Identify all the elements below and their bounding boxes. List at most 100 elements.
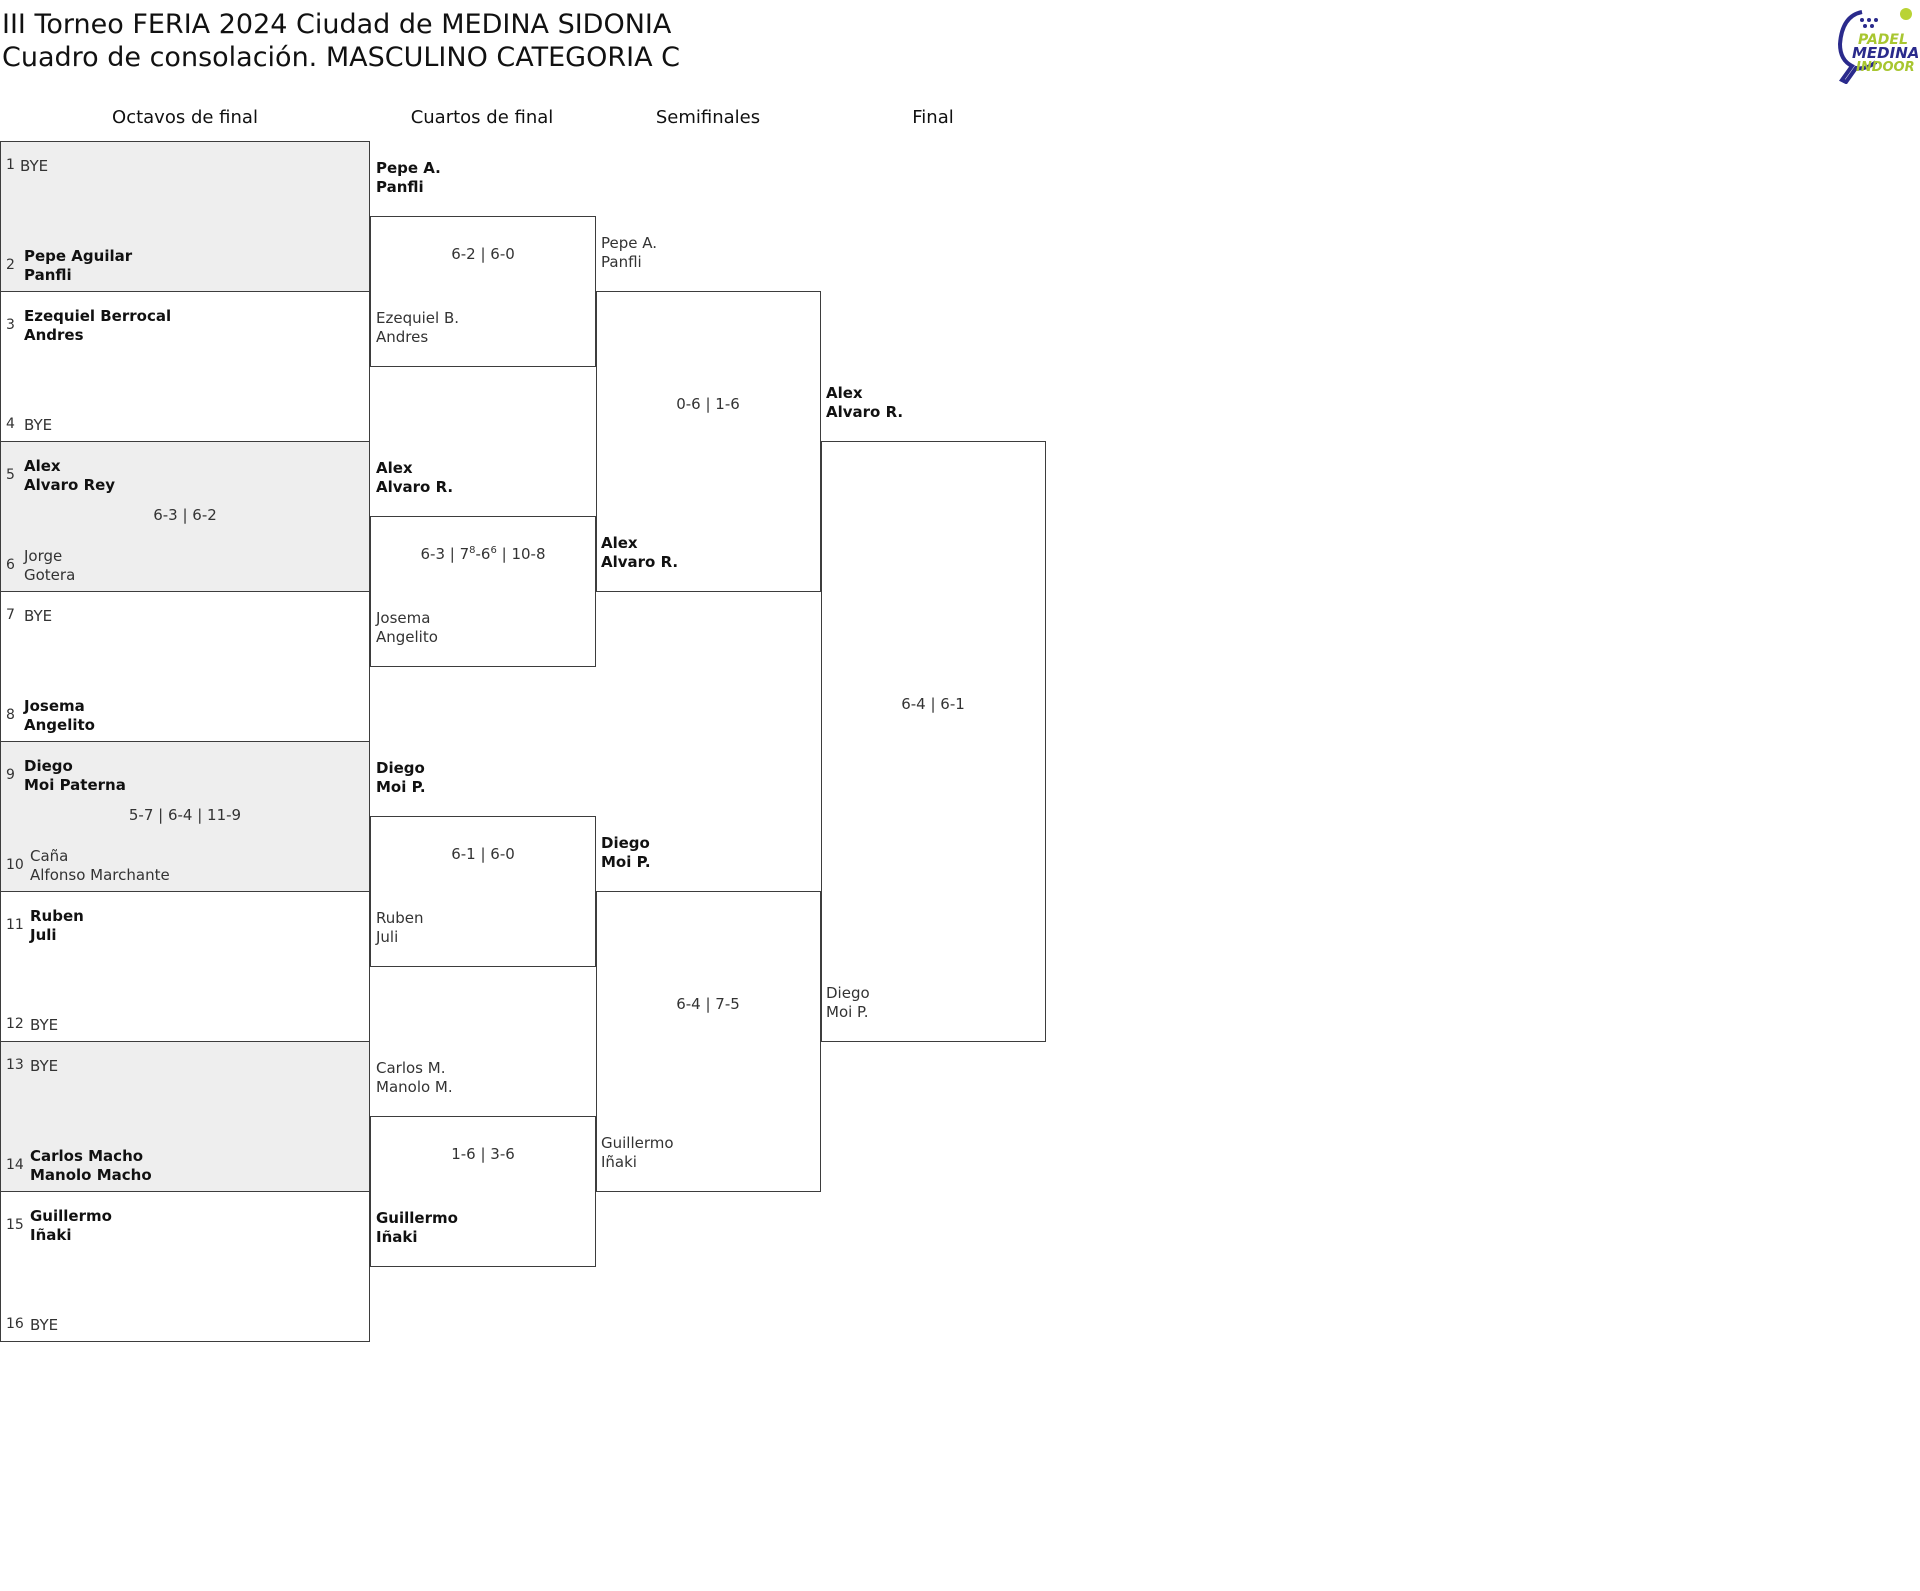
seed-number: 1 (6, 157, 15, 173)
seed-number: 6 (6, 557, 15, 573)
match-cell-octavos (0, 591, 370, 742)
bye-slot: BYE (20, 157, 48, 176)
seed-number: 13 (6, 1057, 24, 1073)
seed-number: 4 (6, 416, 15, 432)
tournament-title: III Torneo FERIA 2024 Ciudad de MEDINA S… (2, 9, 672, 40)
match-cell-cuartos (370, 216, 596, 367)
player-name: Josema (376, 609, 431, 627)
seed-number: 5 (6, 467, 15, 483)
seed-number: 9 (6, 767, 15, 783)
bye-slot: BYE (24, 416, 52, 435)
player-name: BYE (20, 157, 49, 175)
bye-slot: BYE (30, 1016, 58, 1035)
seed-number: 2 (6, 257, 15, 273)
player-name: Jorge (24, 547, 63, 565)
score-part: | 10-8 (496, 545, 546, 563)
player-name: Ezequiel Berrocal (24, 307, 172, 325)
player-name: BYE (24, 416, 53, 434)
player-name: Angelito (376, 628, 438, 646)
player-name: Panfli (376, 178, 424, 196)
match-cell-cuartos (370, 516, 596, 667)
match-score: 1-6 | 3-6 (451, 1145, 515, 1163)
team-entry: Carlos M.Manolo M. (376, 1059, 453, 1097)
player-name: Carlos M. (376, 1059, 446, 1077)
match-cell-octavos (0, 441, 370, 592)
match-cell-semifinales (596, 291, 821, 592)
round-header-final: Final (912, 107, 954, 128)
player-name: Diego (826, 984, 870, 1002)
match-cell-octavos (0, 1041, 370, 1192)
bye-slot: BYE (30, 1316, 58, 1335)
player-name: Josema (24, 697, 85, 715)
match-cell-octavos (0, 291, 370, 442)
player-name: Diego (376, 759, 425, 777)
match-score: 6-3 | 78-66 | 10-8 (421, 545, 546, 563)
tiebreak-points: 6 (490, 545, 497, 556)
player-name: Diego (24, 757, 73, 775)
match-score: 6-2 | 6-0 (451, 245, 515, 263)
round-header-cuartos: Cuartos de final (410, 107, 554, 128)
player-name: Alex (24, 457, 61, 475)
seed-number: 12 (6, 1016, 24, 1032)
player-name: Pepe Aguilar (24, 247, 133, 265)
player-name: Alvaro R. (376, 478, 454, 496)
match-score: 5-7 | 6-4 | 11-9 (128, 806, 242, 824)
padel-medina-indoor-logo: PADEL MEDINA INDOOR (1837, 8, 1918, 84)
player-name: Moi P. (601, 853, 651, 871)
match-cell-octavos (0, 141, 370, 292)
player-name: Moi Paterna (24, 776, 126, 794)
player-name: Moi P. (826, 1003, 869, 1021)
team-entry: Pepe A.Panfli (376, 159, 441, 197)
round-header-octavos: Octavos de final (112, 107, 258, 128)
player-name: Gotera (24, 566, 76, 584)
team-entry: Ezequiel B.Andres (376, 309, 459, 347)
match-cell-octavos (0, 891, 370, 1042)
player-name: Guillermo (376, 1209, 458, 1227)
seed-number: 16 (6, 1316, 24, 1332)
player-name: Alex (376, 459, 413, 477)
seed-number: 8 (6, 707, 15, 723)
match-score: 6-4 | 7-5 (676, 995, 740, 1013)
player-name: Alfonso Marchante (30, 866, 170, 884)
player-name: Angelito (24, 716, 95, 734)
match-score: 6-3 | 6-2 (153, 506, 217, 524)
player-name: BYE (30, 1057, 59, 1075)
player-name: Guillermo (601, 1134, 674, 1152)
player-name: BYE (30, 1016, 59, 1034)
player-name: Juli (376, 928, 399, 946)
match-score: 0-6 | 1-6 (676, 395, 740, 413)
player-name: Pepe A. (376, 159, 441, 177)
player-name: Andres (24, 326, 84, 344)
player-name: Alvaro Rey (24, 476, 116, 494)
player-name: Juli (30, 926, 57, 944)
player-name: BYE (30, 1316, 59, 1334)
match-cell-final (821, 441, 1046, 1042)
player-name: Ezequiel B. (376, 309, 459, 327)
match-score: 6-1 | 6-0 (451, 845, 515, 863)
tiebreak-points: 8 (469, 545, 476, 556)
match-cell-octavos (0, 1191, 370, 1342)
seed-number: 3 (6, 317, 15, 333)
player-name: Ruben (376, 909, 424, 927)
player-name: Panfli (24, 266, 72, 284)
player-name: Caña (30, 847, 69, 865)
svg-text:PADEL: PADEL (1858, 32, 1908, 48)
match-cell-semifinales (596, 891, 821, 1192)
player-name: Alvaro R. (826, 403, 904, 421)
bye-slot: BYE (30, 1057, 58, 1076)
